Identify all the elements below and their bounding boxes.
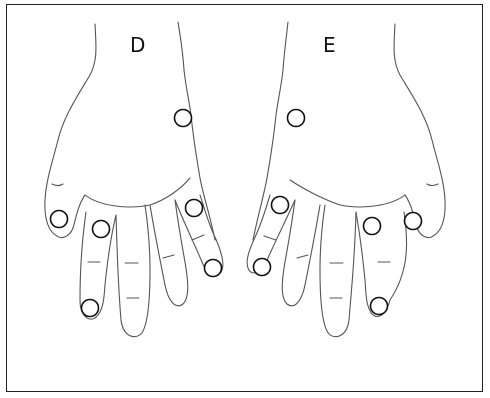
right-middle-finger	[320, 205, 356, 337]
left-middle-finger	[116, 205, 150, 337]
left-palm-curve	[85, 178, 190, 207]
marker-right-little-tip	[254, 259, 271, 276]
marker-left-little-tip	[205, 260, 222, 277]
marker-right-ring-base	[272, 197, 289, 214]
marker-left-wrist	[175, 110, 192, 127]
right-hand	[247, 22, 445, 337]
left-thumb-crease	[52, 184, 63, 186]
left-hand	[45, 22, 223, 337]
marker-left-thumb	[51, 211, 68, 228]
marker-left-index-base	[93, 221, 110, 238]
right-thumb-crease	[427, 184, 438, 186]
right-hand-outline	[394, 24, 445, 236]
left-little-crease	[192, 235, 204, 240]
left-hand-outline	[45, 24, 96, 236]
right-palm-curve	[290, 180, 405, 207]
marker-left-index-tip	[82, 300, 99, 317]
marker-left-ring-base	[186, 200, 203, 217]
right-ring-crease	[297, 255, 308, 258]
marker-right-index-tip	[371, 298, 388, 315]
marker-right-index-base	[364, 218, 381, 235]
left-ring-crease	[163, 255, 174, 258]
right-little-crease	[264, 236, 276, 240]
marker-right-wrist	[288, 110, 305, 127]
marker-right-thumb	[405, 213, 422, 230]
